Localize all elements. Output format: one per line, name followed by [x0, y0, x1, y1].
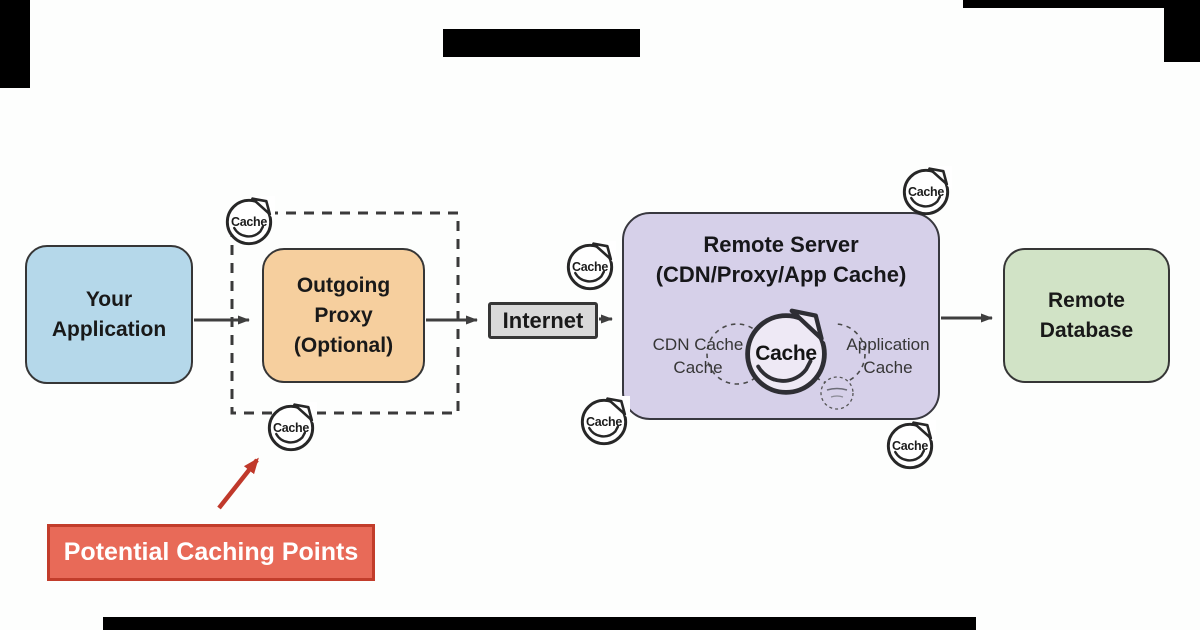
cache-badge-label: Cache	[272, 421, 310, 435]
central-cache-cycle-icon: Cache	[738, 306, 834, 402]
central-cache-label: Cache	[755, 342, 817, 365]
redaction-bar	[0, 0, 30, 88]
cache-badge-icon-server-bottom-left: Cache	[578, 396, 630, 448]
artifact-squiggle	[826, 387, 848, 391]
potential-caching-points-callout: Potential Caching Points	[47, 524, 375, 581]
cache-badge-icon-internet: Cache	[564, 241, 616, 293]
redaction-bar	[103, 617, 976, 630]
callout-label: Potential Caching Points	[63, 538, 359, 566]
red-pointer-arrow	[217, 457, 259, 510]
application-cache-label: Application Cache	[846, 335, 930, 377]
cache-badge-label: Cache	[891, 439, 929, 453]
node-outgoing-proxy: Outgoing Proxy (Optional)	[262, 248, 425, 383]
internet-label: Internet	[502, 307, 584, 333]
cache-badge-icon-proxy-top: Cache	[223, 196, 275, 248]
cache-badge-label: Cache	[585, 415, 623, 429]
cache-badge-icon-server-bottom-right: Cache	[884, 420, 936, 472]
cdn-cache-label: CDN Cache Cache	[652, 335, 744, 377]
remote-database-label: Remote Database	[1039, 288, 1134, 342]
cache-badge-label: Cache	[230, 215, 268, 229]
node-remote-server: Remote Server (CDN/Proxy/App Cache) CDN …	[622, 212, 940, 420]
node-your-application: Your Application	[25, 245, 193, 384]
cache-badge-icon-proxy-bottom: Cache	[265, 402, 317, 454]
node-internet: Internet	[488, 302, 598, 339]
tiny-dashed-circle-artifact-icon	[820, 376, 854, 410]
cache-badge-label: Cache	[571, 260, 609, 274]
cache-badge-icon-server-top: Cache	[900, 166, 952, 218]
server-decor-layer	[706, 323, 866, 410]
remote-server-title: Remote Server (CDN/Proxy/App Cache)	[655, 232, 907, 287]
redaction-bar	[1164, 0, 1200, 62]
artifact-squiggle	[830, 395, 844, 398]
redaction-bar	[963, 0, 1200, 8]
redaction-bar	[443, 29, 640, 57]
outgoing-proxy-label: Outgoing Proxy (Optional)	[293, 273, 394, 357]
cache-badge-label: Cache	[907, 185, 945, 199]
cache-cycle-glyph	[745, 306, 834, 395]
your-application-label: Your Application	[51, 287, 167, 341]
node-remote-database: Remote Database	[1003, 248, 1170, 383]
